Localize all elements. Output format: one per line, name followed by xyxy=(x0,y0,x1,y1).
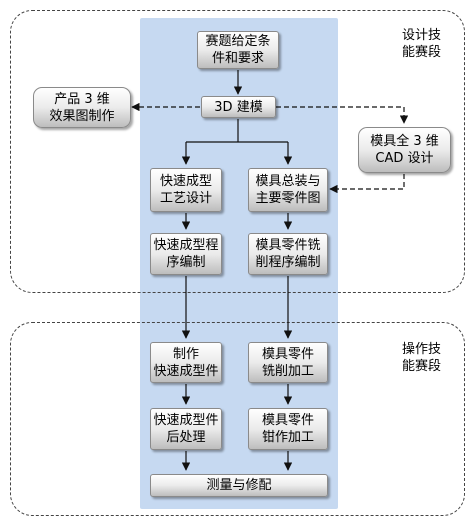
node-rp-programming: 快速成型程 序编制 xyxy=(150,233,222,275)
node-rp-postprocess: 快速成型件 后处理 xyxy=(150,408,222,450)
design-stage-label: 设计技 能赛段 xyxy=(402,28,442,60)
node-mold-milling: 模具零件 铣削加工 xyxy=(248,342,328,383)
node-measure-and-fit: 测量与修配 xyxy=(150,474,328,497)
node-mold-cad: 模具全 3 维 CAD 设计 xyxy=(358,127,451,173)
arrow-modeling-to-mold-cad xyxy=(276,106,409,124)
node-product-rendering: 产品 3 维 效果图制作 xyxy=(33,87,131,128)
design-stage-region xyxy=(10,10,465,293)
node-make-rp-part: 制作 快速成型件 xyxy=(150,342,222,383)
node-given-conditions: 赛题给定条 件和要求 xyxy=(197,31,279,69)
operation-stage-region xyxy=(10,322,465,516)
node-mold-milling-programming: 模具零件铣 削程序编制 xyxy=(248,233,328,275)
operation-stage-label: 操作技 能赛段 xyxy=(402,342,442,374)
node-mold-assembly-drawing: 模具总装与 主要零件图 xyxy=(248,168,328,212)
node-mold-bench-work: 模具零件 钳作加工 xyxy=(248,408,328,450)
arrow-mold-cad-to-assembly xyxy=(329,174,405,194)
node-3d-modeling: 3D 建模 xyxy=(201,96,276,118)
node-rp-process-design: 快速成型 工艺设计 xyxy=(150,168,222,212)
